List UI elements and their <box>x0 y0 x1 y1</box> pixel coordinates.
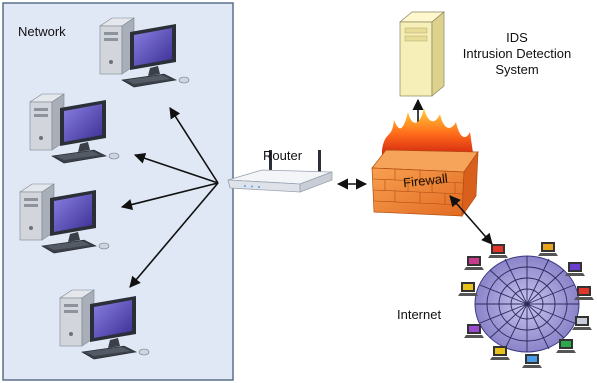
internet-node-3-icon <box>565 262 585 276</box>
internet-node-9-icon <box>464 324 484 338</box>
ids-label-line-1: IDS <box>506 30 528 45</box>
internet-node-5-icon <box>572 316 592 330</box>
router-label: Router <box>263 148 303 163</box>
internet-node-11-icon <box>464 256 484 270</box>
ids-label-line-3: System <box>495 62 539 77</box>
internet-node-7-icon <box>522 354 542 368</box>
router-icon <box>227 150 333 193</box>
internet-label: Internet <box>397 307 442 322</box>
internet-globe-icon <box>458 242 594 368</box>
network-label: Network <box>18 24 66 39</box>
ids-label-line-2: Intrusion Detection <box>462 46 572 61</box>
arrow-to-computer-2 <box>133 152 219 184</box>
firewall-icon <box>371 108 479 218</box>
arrow-to-computer-1 <box>169 107 219 184</box>
firewall-internet-arrow <box>449 195 493 245</box>
ids-server-icon <box>399 11 445 97</box>
internet-node-10-icon <box>458 282 478 296</box>
internet-node-8-icon <box>490 346 510 360</box>
internet-node-6-icon <box>556 339 576 353</box>
arrow-to-computer-3 <box>120 182 219 210</box>
internet-node-4-icon <box>574 286 594 300</box>
router-to-network-arrows <box>120 107 219 288</box>
arrow-to-computer-4 <box>129 182 219 288</box>
internet-node-2-icon <box>538 242 558 256</box>
ids-label: IDS Intrusion Detection System <box>447 30 587 78</box>
internet-node-1-icon <box>488 244 508 258</box>
